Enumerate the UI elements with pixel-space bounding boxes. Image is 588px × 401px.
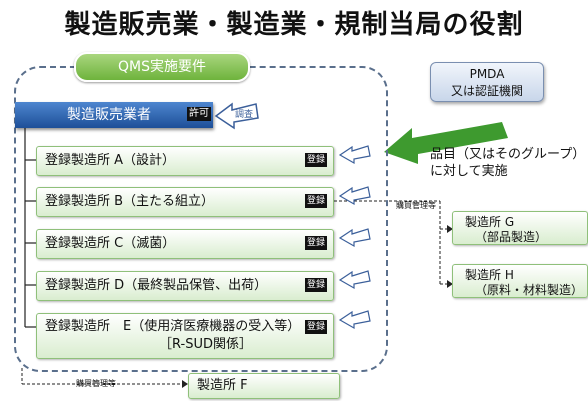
marketing-authorization-holder-box: 製造販売業者 許可 bbox=[15, 102, 213, 128]
registered-tag: 登録 bbox=[304, 194, 327, 208]
site-g: 製造所 G （部品製造） bbox=[452, 211, 588, 245]
registered-tag: 登録 bbox=[304, 278, 327, 292]
inspection-mark-label: 調査 bbox=[235, 110, 254, 120]
registered-site-a: 登録製造所 A（設計） 登録 bbox=[36, 146, 334, 176]
registered-tag: 登録 bbox=[304, 236, 327, 250]
pmda-box: PMDA 又は認証機関 bbox=[430, 62, 544, 102]
qms-requirements-label: QMS実施要件 bbox=[74, 52, 250, 82]
registered-site-e: 登録製造所 E（使用済医療機器の受入等） ［R-SUD関係］ 登録 bbox=[36, 313, 334, 359]
registered-site-b: 登録製造所 B（主たる組立） 登録 bbox=[36, 187, 334, 217]
site-h: 製造所 H （原料・材料製造） bbox=[452, 264, 588, 298]
inspection-arrow-icon bbox=[214, 102, 259, 130]
conformity-arrow bbox=[384, 122, 508, 164]
procurement-label: 購買管理等 bbox=[396, 201, 436, 210]
page-title: 製造販売業・製造業・規制当局の役割 bbox=[64, 10, 524, 40]
registered-tag: 登録 bbox=[304, 153, 327, 167]
registered-site-d: 登録製造所 D（最終製品保管、出荷） 登録 bbox=[36, 271, 334, 301]
registered-site-c: 登録製造所 C（滅菌） 登録 bbox=[36, 229, 334, 259]
registered-tag: 登録 bbox=[304, 320, 327, 334]
inspection-scope-text: 品目（又はそのグループ） に対して実施 bbox=[430, 147, 586, 179]
site-f: 製造所 F bbox=[188, 373, 340, 399]
mah-label: 製造販売業者 bbox=[67, 107, 151, 123]
license-tag: 許可 bbox=[187, 107, 211, 121]
procurement-label: 購買管理等 bbox=[76, 379, 116, 388]
